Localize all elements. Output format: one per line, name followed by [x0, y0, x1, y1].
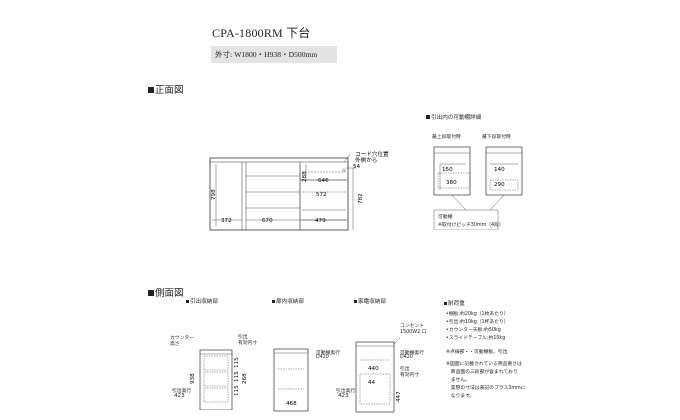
dim-bottom-3: 479	[315, 218, 326, 224]
load-item: •スライドテーブル:約10kg	[446, 336, 506, 341]
dim-380: 380	[446, 180, 457, 186]
dim-288: 288	[302, 171, 308, 182]
drawer-inner-label-2: 有効内寸	[238, 341, 258, 346]
pitch-note: ※取付けピッチ30mm（4段）	[438, 223, 504, 228]
dim-798: 798	[211, 189, 217, 200]
side-drawing-door: 468	[273, 348, 309, 412]
side-view-heading: 側面図	[148, 285, 184, 299]
note-line: 実際の寸法は表記のプラス3mmに	[446, 386, 526, 391]
drawer-depth-label: 引出奥行	[172, 389, 192, 394]
shelf-depth-label: 可動棚奥行	[316, 351, 340, 356]
note-line: ません。	[446, 378, 470, 383]
side-drawing-appliance: 440 44 447	[355, 337, 402, 413]
drawer-detail-heading: 引出内の可動棚詳細	[426, 113, 481, 121]
dim-44: 44	[368, 380, 376, 386]
square-bullet-icon	[444, 302, 447, 305]
cord-hole-icon	[342, 168, 346, 172]
dim-115-a: 115	[234, 357, 240, 368]
cord-note-2: 外側から	[355, 156, 377, 164]
counter-label-2: 高さ	[170, 342, 180, 347]
drawer-inner-label-1: 引出	[238, 335, 248, 340]
drawer-depth-value: 423	[174, 393, 185, 399]
square-bullet-icon	[354, 300, 357, 303]
sub-appliance-heading: 家電収納部	[354, 297, 386, 305]
cord-note-1: コード穴位置	[355, 150, 389, 158]
square-bullet-icon	[426, 115, 430, 119]
cord-value: 54	[353, 164, 361, 170]
counter-label-1: カウンター	[170, 336, 194, 341]
dim-290: 290	[494, 182, 505, 188]
cabinet-outline	[209, 157, 349, 231]
load-list: •棚板:約20kg（1枚あたり） •引出:約10kg（1杯あたり） •カウンター…	[446, 311, 509, 343]
load-heading: 耐荷重	[444, 299, 465, 307]
load-item: •棚板:約20kg（1枚あたり）	[446, 312, 509, 317]
dim-447: 447	[396, 391, 402, 402]
dim-268: 268	[242, 373, 248, 384]
drawer-detail-drawing: 150 380 140 290	[433, 146, 523, 230]
square-bullet-icon	[148, 290, 154, 296]
front-view-drawing: コード穴位置 外側から 54 646 572 288 798 782 372 6…	[209, 150, 389, 231]
label-top-mount: 最上段取付時	[432, 135, 461, 140]
dimensions-box: 外寸: W1800・H938・D500mm	[211, 46, 337, 63]
note-line: ※点線部・・可動棚板、引出	[446, 350, 508, 355]
side-drawing-drawer: 938 115 115 115 268	[190, 349, 248, 410]
dim-bottom-1: 372	[221, 218, 232, 224]
dim-572: 572	[316, 192, 327, 198]
square-bullet-icon	[186, 300, 189, 303]
appliance-drawer-label-2: 有効内寸	[400, 373, 420, 378]
outlet-label-2: 1500W2 口	[400, 330, 427, 335]
load-item: •カウンター天板:約50kg	[446, 328, 501, 333]
note-line: なります。	[446, 394, 475, 399]
dim-115-b: 115	[234, 371, 240, 382]
square-bullet-icon	[148, 87, 154, 93]
appliance-shelf-value: D420	[400, 355, 413, 360]
dim-938: 938	[190, 373, 196, 384]
dim-bottom-2: 670	[262, 218, 273, 224]
dim-468: 468	[286, 401, 297, 407]
load-item: •引出:約10kg（1杯あたり）	[446, 320, 509, 325]
appliance-depth-label: 引出奥行	[336, 389, 356, 394]
dim-140: 140	[494, 167, 505, 173]
page-title: CPA-1800RM 下台	[212, 26, 311, 40]
square-bullet-icon	[272, 300, 275, 303]
note-line: ※図面に記載されている商品重さは	[446, 362, 522, 367]
note-line: 商品面の三段部が含まれており	[446, 370, 518, 375]
front-view-heading: 正面図	[148, 82, 184, 96]
sub-drawer-heading: 引出収納部	[186, 297, 218, 305]
appliance-shelf-label: 可動棚奥行	[400, 351, 424, 356]
note-box	[433, 209, 499, 230]
dim-150: 150	[442, 167, 453, 173]
dim-782: 782	[358, 193, 364, 204]
load-notes: ※点線部・・可動棚板、引出 ※図面に記載されている商品重さは 商品面の三段部が含…	[446, 349, 525, 401]
movable-shelf-note: 可動棚	[438, 215, 453, 220]
dim-440: 440	[368, 366, 379, 372]
dim-115-c: 115	[234, 385, 240, 396]
sub-door-heading: 扉内収納部	[272, 297, 304, 305]
dim-646: 646	[318, 178, 329, 184]
appliance-drawer-label-1: 引出	[400, 367, 410, 372]
shelf-depth-value: D420	[316, 355, 329, 360]
label-bottom-mount: 最下段取付時	[482, 135, 511, 140]
appliance-depth-value: 423	[338, 393, 349, 399]
outlet-label-1: コンセント	[400, 324, 424, 329]
